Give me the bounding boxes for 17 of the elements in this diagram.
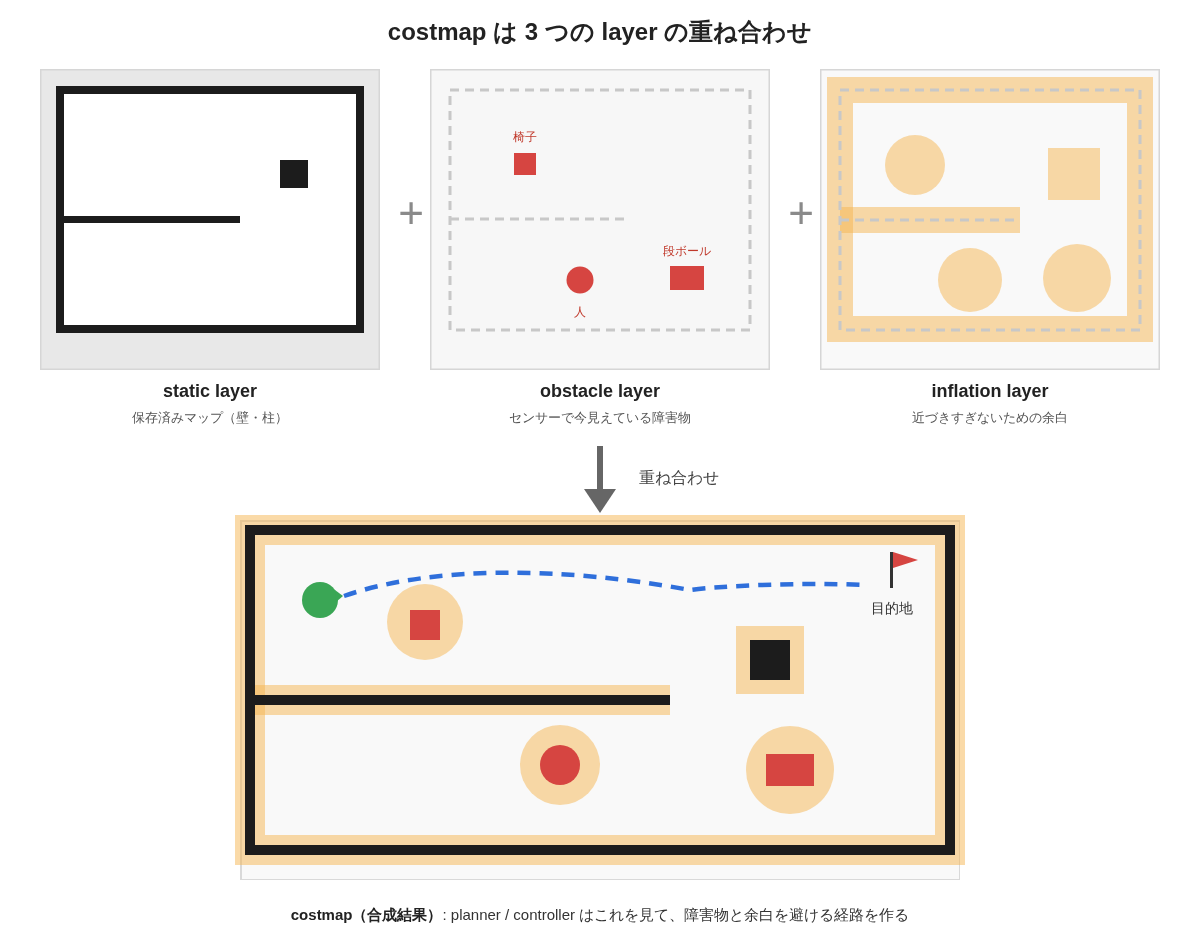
goal-label: 目的地 bbox=[871, 600, 913, 617]
diagram-title: costmap は 3 つの layer の重ね合わせ bbox=[387, 17, 813, 47]
object-label: 椅子 bbox=[513, 129, 537, 145]
layer-subtitle: 近づきすぎないための余白 bbox=[912, 410, 1068, 426]
robot-marker bbox=[302, 582, 344, 618]
layer-subtitle: センサーで今見えている障害物 bbox=[509, 410, 691, 426]
object-label: 段ボール bbox=[663, 243, 711, 259]
plus-sign: + bbox=[788, 191, 814, 235]
layer-title: obstacle layer bbox=[539, 381, 661, 403]
layer-title: inflation layer bbox=[931, 381, 1049, 403]
layer-subtitle: 保存済みマップ（壁・柱） bbox=[132, 410, 288, 426]
figure-caption: costmap（合成結果）: planner / controller はこれを見て、障害物と余白を避ける経路を作る bbox=[290, 905, 910, 925]
object-label: 人 bbox=[574, 304, 586, 320]
edge-label: 重ね合わせ bbox=[636, 467, 722, 489]
plus-sign: + bbox=[398, 191, 424, 235]
arrow bbox=[584, 446, 616, 513]
layer-title: static layer bbox=[162, 381, 258, 403]
